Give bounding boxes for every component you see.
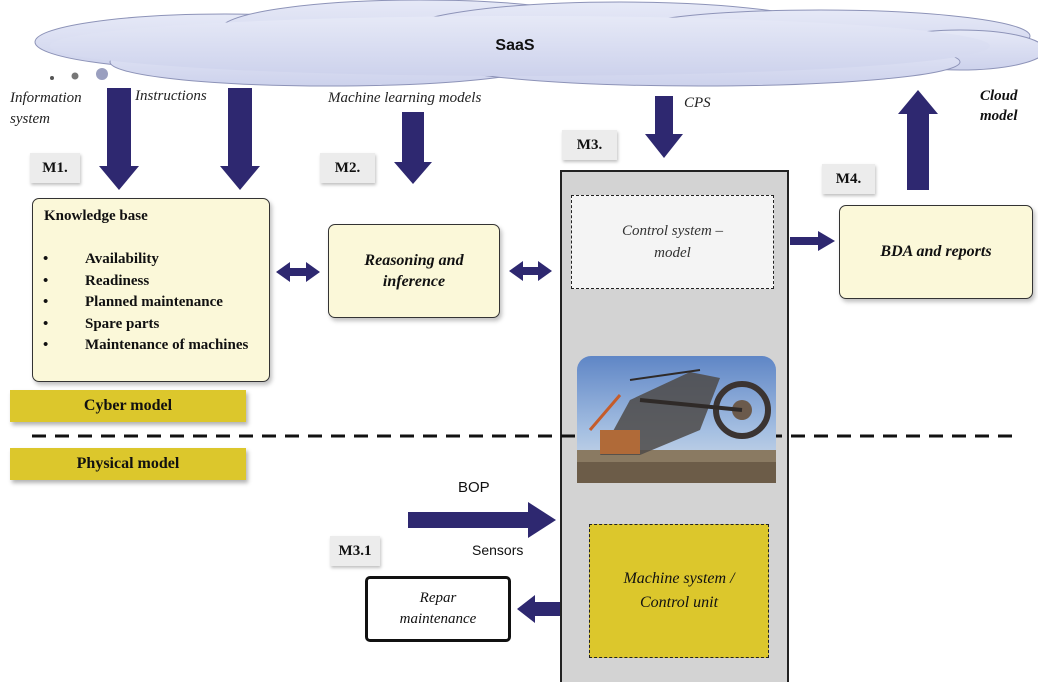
knowledge-base-list: Availability Readiness Planned maintenan… bbox=[43, 249, 275, 357]
arrow-down-cps-icon bbox=[645, 96, 683, 158]
cloud-bubble-large-icon bbox=[96, 68, 108, 80]
repair-maintenance-box: Repar maintenance bbox=[365, 576, 511, 642]
physical-model-label: Physical model bbox=[10, 448, 246, 480]
control-system-model-box: Control system – model bbox=[571, 195, 774, 289]
instructions-label: Instructions bbox=[135, 88, 207, 104]
arrow-up-cloud-model-icon bbox=[898, 90, 938, 190]
bda-reports-box: BDA and reports bbox=[839, 205, 1033, 299]
cps-label: CPS bbox=[684, 95, 711, 111]
module-m4-tag: M4. bbox=[822, 164, 875, 194]
knowledge-base-title: Knowledge base bbox=[44, 208, 148, 224]
list-item: Planned maintenance bbox=[43, 292, 275, 314]
module-m31-tag: M3.1 bbox=[330, 536, 380, 566]
list-item: Maintenance of machines bbox=[43, 335, 275, 357]
bop-label: BOP bbox=[458, 479, 490, 496]
module-m1-tag: M1. bbox=[30, 153, 80, 183]
list-item: Availability bbox=[43, 249, 275, 271]
cloud-model-label: Cloud model bbox=[980, 88, 1018, 124]
list-item: Readiness bbox=[43, 271, 275, 293]
arrow-bop-icon bbox=[408, 502, 556, 538]
reasoning-inference-box: Reasoning and inference bbox=[328, 224, 500, 318]
cloud-title: SaaS bbox=[495, 37, 535, 54]
arrow-down-instructions-icon bbox=[220, 88, 260, 190]
list-item: Spare parts bbox=[43, 314, 275, 336]
knowledge-base-box: Knowledge base Availability Readiness Pl… bbox=[32, 198, 270, 382]
cyber-model-label: Cyber model bbox=[10, 390, 246, 422]
bucket-wheel-excavator-image bbox=[577, 356, 776, 483]
machine-system-box: Machine system / Control unit bbox=[589, 524, 769, 658]
double-arrow-kb-reasoning-icon bbox=[276, 262, 320, 282]
cloud-bubble-small-icon bbox=[50, 76, 54, 80]
sensors-label: Sensors bbox=[472, 542, 524, 558]
arrow-down-info-system-icon bbox=[99, 88, 139, 190]
information-system-label: Information system bbox=[10, 90, 82, 127]
module-m3-tag: M3. bbox=[562, 130, 617, 160]
arrow-down-ml-models-icon bbox=[394, 112, 432, 184]
double-arrow-reasoning-control-icon bbox=[509, 261, 552, 281]
module-m2-tag: M2. bbox=[320, 153, 375, 183]
ml-models-label: Machine learning models bbox=[328, 90, 482, 106]
arrow-control-bda-icon bbox=[790, 231, 835, 251]
cloud-bubble-mid-icon bbox=[71, 72, 79, 80]
